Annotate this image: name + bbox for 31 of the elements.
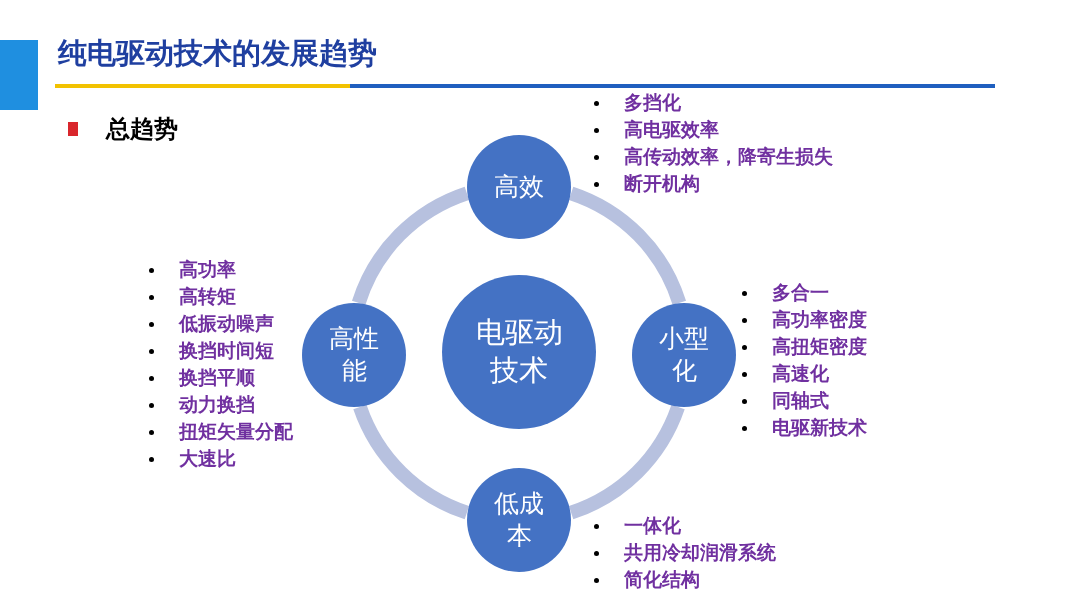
section-heading: 总趋势 — [106, 114, 178, 145]
bullet-item: 简化结构 — [592, 566, 776, 593]
bullet-item: 动力换挡 — [147, 391, 293, 418]
slide-title: 纯电驱动技术的发展趋势 — [58, 35, 377, 72]
bullet-item: 换挡平顺 — [147, 364, 293, 391]
bullet-item: 多挡化 — [592, 89, 833, 116]
topic-circle: 低成本 — [467, 468, 571, 572]
bullet-item: 低振动噪声 — [147, 310, 293, 337]
bullet-item: 高速化 — [740, 360, 867, 387]
topic-circle: 小型化 — [632, 303, 736, 407]
bullet-item: 高功率 — [147, 256, 293, 283]
bullet-item: 共用冷却润滑系统 — [592, 539, 776, 566]
bullet-item: 多合一 — [740, 279, 867, 306]
bullet-item: 大速比 — [147, 445, 293, 472]
bullet-item: 电驱新技术 — [740, 414, 867, 441]
center-circle: 电驱动技术 — [442, 275, 596, 429]
ring-arc — [568, 404, 685, 520]
bullet-item: 同轴式 — [740, 387, 867, 414]
bullet-item: 一体化 — [592, 512, 776, 539]
ring-arc — [352, 186, 470, 306]
ring-arc — [353, 404, 470, 520]
bullet-item: 高扭矩密度 — [740, 333, 867, 360]
bullet-item: 换挡时间短 — [147, 337, 293, 364]
bullet-item: 扭矩矢量分配 — [147, 418, 293, 445]
bullet-item: 高转矩 — [147, 283, 293, 310]
bullet-item: 断开机构 — [592, 170, 833, 197]
topic-circle: 高效 — [467, 135, 571, 239]
bullet-item: 高传动效率，降寄生损失 — [592, 143, 833, 170]
bullet-item: 高功率密度 — [740, 306, 867, 333]
topic-circle: 高性能 — [302, 303, 406, 407]
bullet-item: 高电驱效率 — [592, 116, 833, 143]
